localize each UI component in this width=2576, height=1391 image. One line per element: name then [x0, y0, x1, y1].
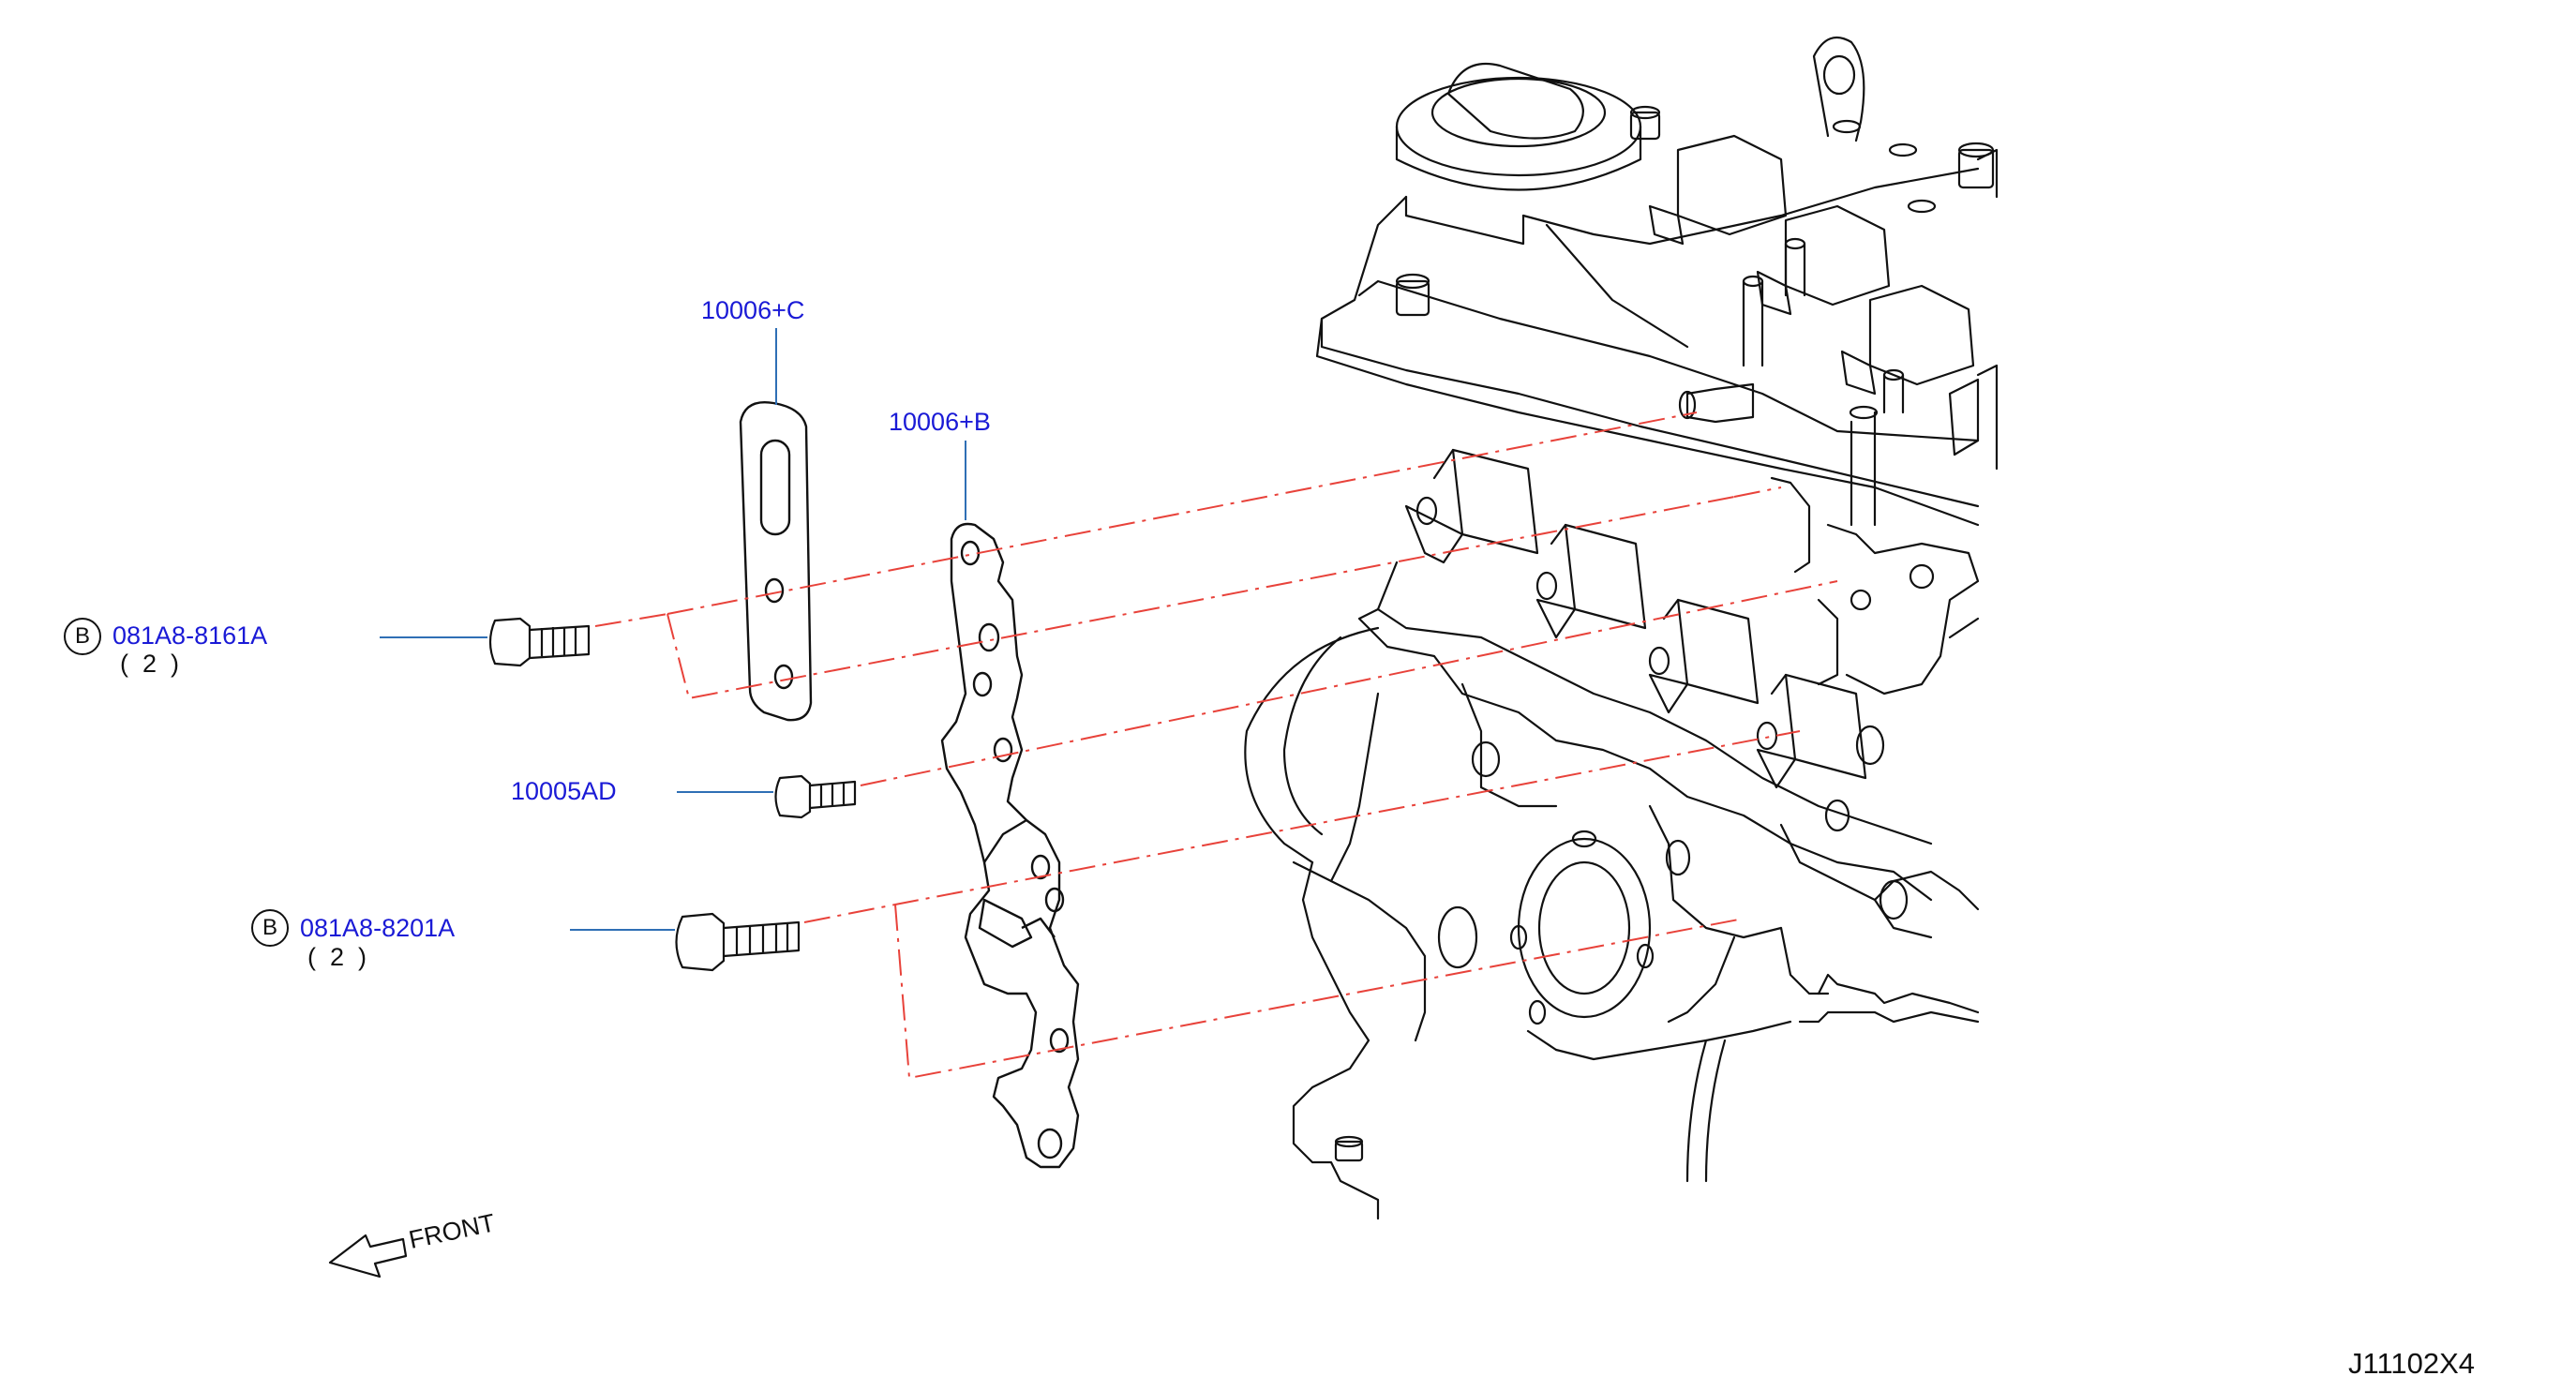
part-label-10006c[interactable]: 10006+C	[701, 296, 805, 324]
part-label-081a8-8161a[interactable]: 081A8-8161A	[112, 621, 268, 650]
bracket-10006c	[739, 401, 813, 722]
part-label-10006b[interactable]: 10006+B	[889, 408, 991, 436]
quantity-081a8-8201a: ( 2 )	[307, 943, 367, 971]
bolt-081a8-8201a	[675, 912, 801, 972]
part-label-10005ad[interactable]: 10005AD	[511, 777, 617, 805]
leader-lines	[380, 328, 966, 931]
bolt-10005ad	[774, 774, 857, 819]
engine-block	[1244, 36, 1999, 1220]
badge-b-081a8-8161a: B	[64, 618, 101, 655]
figure-code: J11102X4	[2348, 1347, 2476, 1380]
arrow-left-outline-icon	[328, 1234, 408, 1279]
bolt-081a8-8161a	[488, 617, 591, 667]
badge-b-081a8-8201a: B	[251, 909, 289, 947]
part-label-081a8-8201a[interactable]: 081A8-8201A	[300, 914, 456, 942]
phantom-lines	[594, 411, 1838, 1080]
bracket-10006b	[940, 522, 1080, 1169]
quantity-081a8-8161a: ( 2 )	[120, 650, 180, 678]
